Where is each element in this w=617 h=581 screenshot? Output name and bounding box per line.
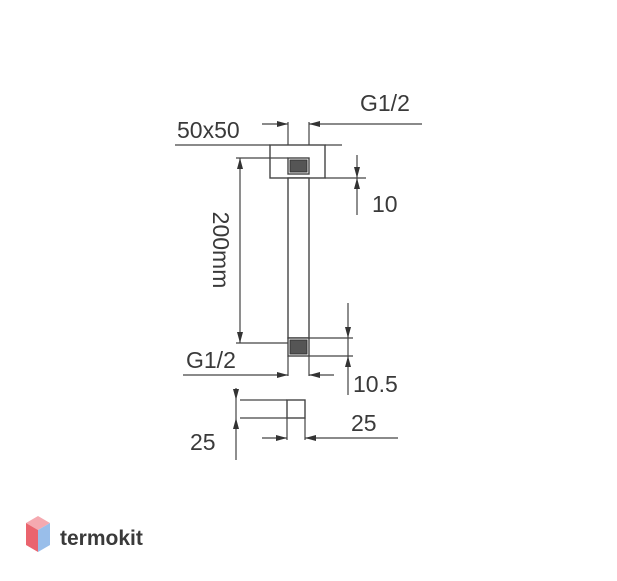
section-height-label: 25 [190, 429, 216, 455]
length-label: 200mm [208, 212, 234, 289]
dim-length [236, 157, 288, 344]
brand-name: termokit [60, 527, 143, 550]
termokit-logo-icon [26, 516, 50, 552]
bottom-thread-insert [289, 339, 308, 355]
top-thread-insert [289, 159, 308, 173]
brand-watermark: termokit [26, 516, 143, 552]
bottom-thread-label: G1/2 [186, 347, 236, 373]
top-thread-label: G1/2 [360, 90, 410, 116]
section-square [286, 399, 306, 419]
dim-top-thread [262, 121, 422, 127]
top-height-label: 10 [372, 191, 398, 217]
dim-bottom-thread [183, 372, 334, 378]
dim-top-height [325, 155, 366, 215]
section-width-label: 25 [351, 410, 377, 436]
dim-bottom-height [309, 303, 353, 395]
pipe-body [287, 177, 310, 339]
flange-size-label: 50x50 [177, 117, 240, 143]
cross-section-detail [233, 388, 398, 460]
shower-arm-elevation [269, 122, 326, 376]
bottom-height-label: 10.5 [353, 371, 398, 397]
